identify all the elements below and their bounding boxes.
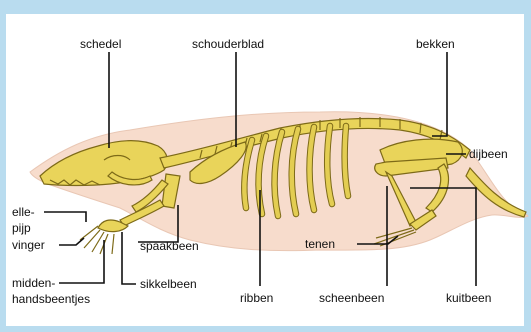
label-kuitbeen: kuitbeen bbox=[446, 291, 491, 305]
label-dijbeen: dijbeen bbox=[469, 147, 508, 161]
label-ribben: ribben bbox=[240, 291, 273, 305]
label-handsbeentjes: handsbeentjes bbox=[12, 292, 90, 306]
label-schedel: schedel bbox=[80, 37, 121, 51]
label-schouderblad: schouderblad bbox=[192, 37, 264, 51]
label-midden: midden- bbox=[12, 276, 55, 290]
label-bekken: bekken bbox=[416, 37, 455, 51]
label-scheenbeen: scheenbeen bbox=[319, 291, 384, 305]
label-spaakbeen: spaakbeen bbox=[140, 239, 199, 253]
label-tenen: tenen bbox=[305, 237, 335, 251]
label-sikkelbeen: sikkelbeen bbox=[140, 277, 197, 291]
label-elle: elle- bbox=[12, 205, 35, 219]
label-pijp: pijp bbox=[12, 221, 31, 235]
label-vinger: vinger bbox=[12, 238, 45, 252]
